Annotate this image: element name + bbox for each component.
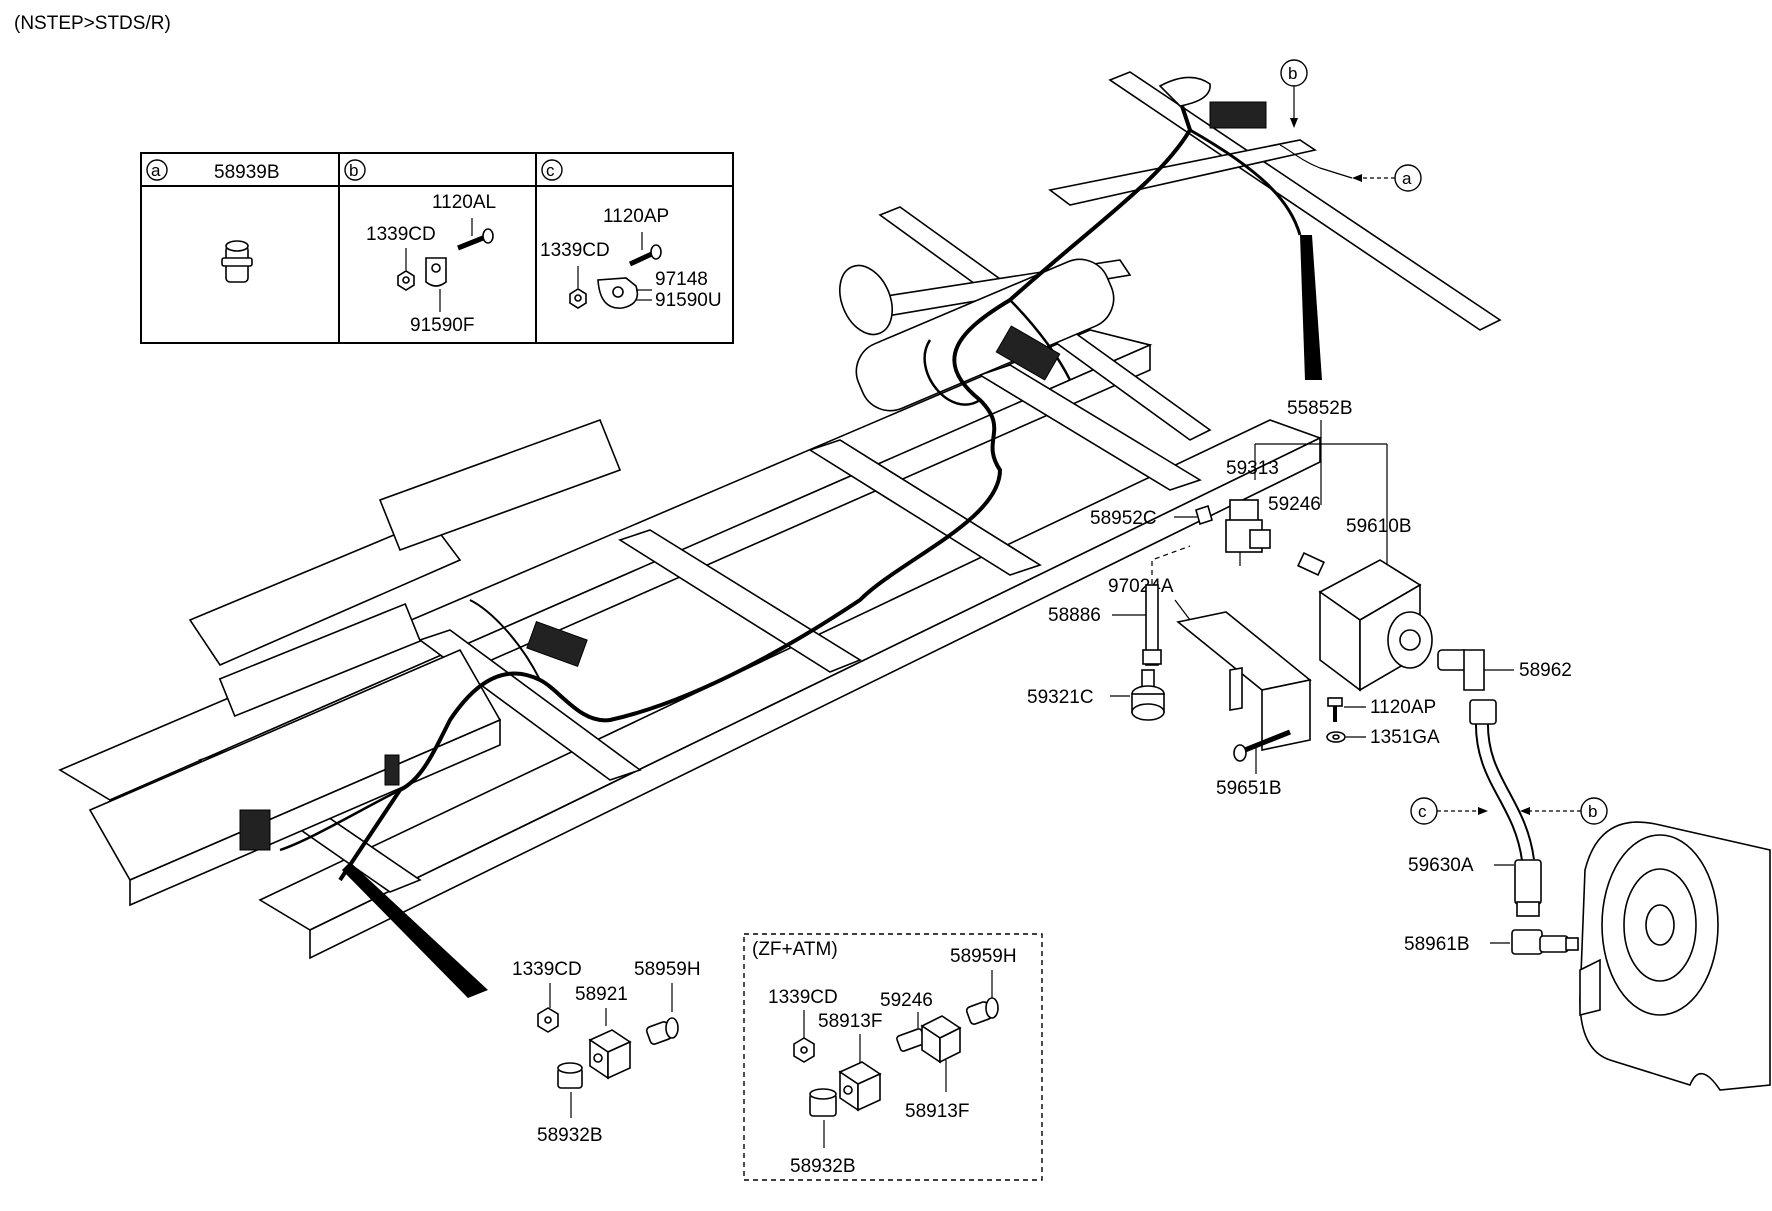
fitting-58932B (557, 1062, 583, 1089)
label-59321C: 59321C (1027, 687, 1094, 708)
label-59246: 59246 (1268, 494, 1321, 515)
zf-block-58913F-b (920, 1015, 962, 1064)
zf-elbow-58959H (965, 997, 999, 1025)
legend-a-letter: a (151, 161, 161, 180)
valve-block-mid (995, 325, 1061, 381)
svg-text:b: b (1588, 802, 1597, 821)
zf-label-58932B: 58932B (790, 1156, 856, 1177)
block-58921 (588, 1029, 632, 1080)
cylinder-59610B (1318, 559, 1433, 692)
elbow-58959H (645, 1017, 679, 1045)
legend-c-circle (541, 159, 563, 181)
bolt-1120AP (1327, 697, 1343, 722)
label-59610B: 59610B (1346, 516, 1412, 537)
callout-b-hose: b (1520, 797, 1608, 825)
washer-1351GA (1326, 731, 1346, 743)
legend-a-part: 58939B (214, 162, 280, 183)
legend-c-1339CD: 1339CD (540, 240, 610, 261)
legend-a-circle (146, 159, 168, 181)
zf-label-59246: 59246 (880, 990, 933, 1011)
callout-b-top: b (1280, 59, 1308, 128)
label-58921: 58921 (575, 984, 628, 1005)
bolt-icon (628, 244, 662, 267)
svg-text:b: b (1288, 64, 1297, 83)
nut-icon (569, 288, 587, 309)
label-59630A: 59630A (1408, 855, 1474, 876)
zf-block-58913F-a (838, 1061, 882, 1112)
elbow-58961B (1511, 929, 1579, 955)
svg-text:a: a (1402, 169, 1412, 188)
zf-atm-group: (ZF+ATM) 1339CD 58913F 59246 58959H 5891… (743, 933, 1043, 1181)
legend-b-91590F: 91590F (410, 315, 474, 336)
legend-c-97148: 97148 (655, 269, 708, 290)
legend-c-letter: c (546, 161, 555, 180)
valve-59313 (1225, 499, 1271, 566)
callout-c-hose: c (1410, 797, 1488, 825)
label-59651B: 59651B (1216, 778, 1282, 799)
callout-a: a (1279, 144, 1422, 192)
pointer-wedge-front (342, 862, 488, 998)
chassis-frame (58, 71, 1502, 960)
valve-block-rear (1158, 76, 1267, 129)
drain-rod-58886 (1142, 584, 1162, 666)
zf-label-58913F-a: 58913F (818, 1011, 882, 1032)
zf-title: (ZF+ATM) (752, 939, 838, 960)
legend-b-letter: b (349, 161, 358, 180)
label-55852B: 55852B (1287, 398, 1353, 419)
nut-icon (397, 270, 415, 291)
label-58932B: 58932B (537, 1125, 603, 1146)
label-58961B: 58961B (1404, 934, 1470, 955)
bolt-59651B (1233, 729, 1291, 762)
legend-b-1120AL: 1120AL (432, 192, 496, 213)
clip-icon (425, 257, 447, 287)
legend-b-circle (344, 159, 366, 181)
label-59313: 59313 (1226, 458, 1279, 479)
diagram-code: (NSTEP>STDS/R) (14, 13, 171, 34)
legend-frame (140, 152, 734, 344)
valve-block-front (239, 620, 588, 851)
label-58962: 58962 (1519, 660, 1572, 681)
pointer-wedge-rear (1300, 235, 1322, 380)
elbow-58962 (1437, 649, 1485, 691)
svg-text:c: c (1418, 802, 1427, 821)
fitting-58939B-icon (221, 240, 253, 283)
legend-b-1339CD: 1339CD (366, 224, 436, 245)
label-58959H: 58959H (634, 959, 701, 980)
hose-59630A (1469, 699, 1542, 917)
bracket-97024A (1176, 611, 1312, 751)
clamp-icon (597, 277, 639, 309)
label-58952C: 58952C (1090, 508, 1157, 529)
zf-label-58913F-b: 58913F (905, 1101, 969, 1122)
zf-label-58959H: 58959H (950, 946, 1017, 967)
fitting-59246 (1297, 551, 1325, 577)
bolt-icon (457, 228, 494, 251)
zf-label-1339CD: 1339CD (768, 987, 838, 1008)
label-1120AP: 1120AP (1370, 697, 1436, 718)
transmission-housing (1579, 821, 1771, 1091)
zf-nut-1339CD (793, 1037, 815, 1063)
nut-1339CD (537, 1007, 559, 1033)
zf-fitting-58932B (809, 1088, 837, 1117)
fitting-58952C (1195, 504, 1213, 526)
label-97024A: 97024A (1108, 576, 1174, 597)
legend-c-91590U: 91590U (655, 290, 722, 311)
drain-valve-59321C (1131, 669, 1165, 721)
label-1351GA: 1351GA (1370, 727, 1440, 748)
hose-routing (279, 99, 1302, 882)
label-58886: 58886 (1048, 605, 1101, 626)
legend-table: a 58939B b 1120AL 1339CD 91590F c (140, 152, 734, 344)
label-1339CD: 1339CD (512, 959, 582, 980)
legend-c-1120AP: 1120AP (603, 206, 669, 227)
